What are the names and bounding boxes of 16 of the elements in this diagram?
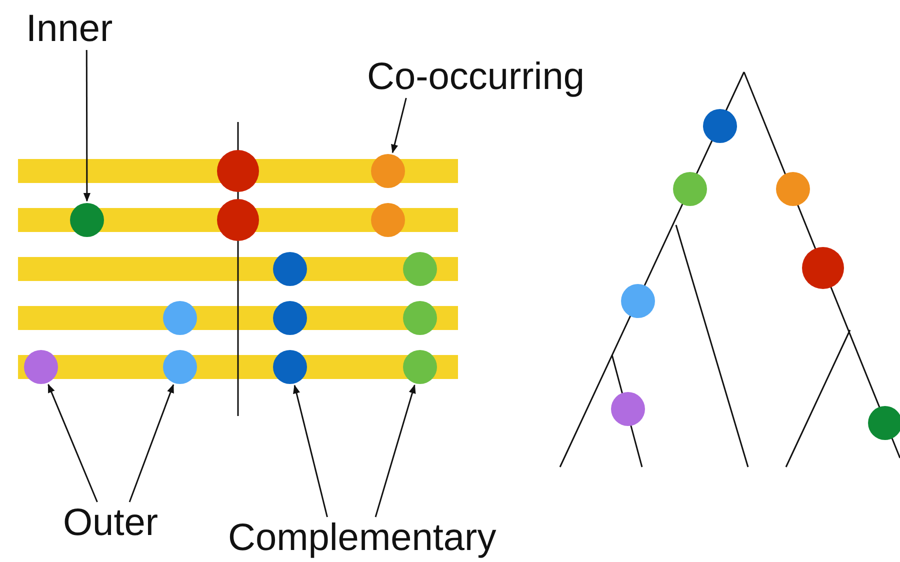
callout-label: Inner bbox=[26, 10, 113, 48]
dot-icon bbox=[70, 203, 104, 237]
callout-label: Co-occurring bbox=[367, 58, 585, 96]
dot-icon bbox=[163, 350, 197, 384]
leader-line bbox=[391, 98, 407, 154]
leader-line bbox=[374, 384, 416, 518]
leader-line bbox=[128, 384, 174, 502]
dot-icon bbox=[24, 350, 58, 384]
dot-icon bbox=[403, 350, 437, 384]
leader-line bbox=[293, 384, 328, 518]
leader-line bbox=[83, 50, 91, 202]
callout-label: Complementary bbox=[228, 519, 496, 557]
dot-icon bbox=[273, 350, 307, 384]
dot-icon bbox=[371, 154, 405, 188]
leader-line bbox=[48, 384, 98, 502]
callout-label: Outer bbox=[63, 504, 158, 542]
